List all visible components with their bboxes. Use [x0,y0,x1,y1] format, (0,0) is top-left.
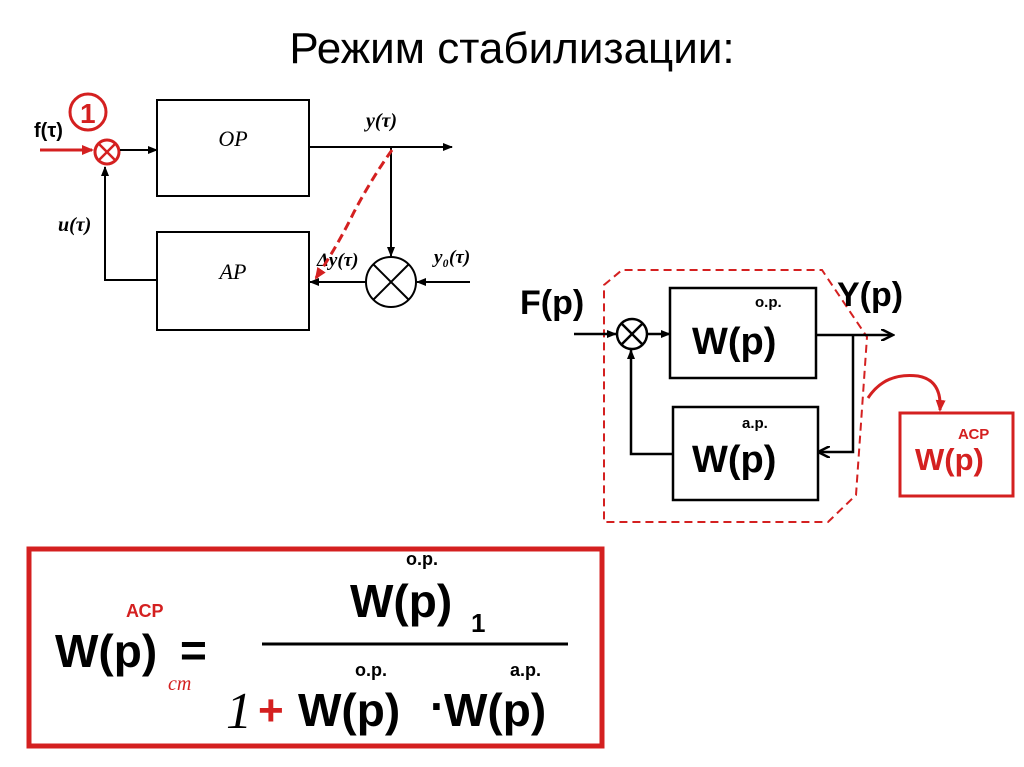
left-input-label: f(τ) [34,120,63,142]
formula-numerator-sup: о.р. [406,549,438,569]
formula-frame [26,546,605,749]
red-dashed-boundary [603,269,869,523]
wap-block-sup: а.р. [742,415,768,432]
right-feedback-down [818,335,855,452]
wap-block-main: W(p) [692,439,776,481]
red-dashed-curve [314,149,394,280]
right-input-label: F(p) [520,284,584,322]
op-block [156,99,310,197]
formula-denominator-term2-main: W(p) [444,684,546,736]
left-output-label: y(τ) [364,110,397,132]
ap-block-label: АР [218,259,247,284]
formula-lhs-main: W(p) [55,625,157,677]
formula-numerator-sub: 1 [471,608,485,638]
wop-block-sup: о.р. [755,294,782,311]
left-comparator [365,256,417,308]
formula-denominator-term1-sup: о.р. [355,660,387,680]
left-block-diagram: f(τ) 1 ОР y(τ) y₀(τ) Δy(τ) [34,92,470,331]
wap-block [671,405,820,502]
formula-denominator-term2-sup: а.р. [510,660,541,680]
wop-block-main: W(p) [692,321,776,363]
wop-block [668,286,818,380]
formula-denominator-one: 1 [226,683,252,740]
formula-equals: = [180,624,207,676]
formula-denominator-dot: · [430,680,445,732]
red-result-arrow [866,373,946,412]
formula-lhs-sup: АСР [126,601,164,621]
formula-denominator-plus: + [258,686,284,735]
left-summing-junction-red [93,138,121,166]
formula-numerator-main: W(p) [350,575,452,627]
annotation-circle [68,92,108,132]
right-feedback-return [627,349,673,456]
right-summing-junction [615,317,649,351]
annotation-number: 1 [80,98,96,129]
op-block-label: ОР [218,126,247,151]
right-output-label: Y(p) [837,276,903,314]
feedback-path [101,166,157,281]
right-block-diagram: F(p) о.р. W(p) Y(p) а.р. W(p) АСР W(p) [520,269,1015,523]
slide-title: Режим стабилизации: [289,24,735,73]
result-block-sup: АСР [958,426,989,443]
formula-denominator-term1-main: W(p) [298,684,400,736]
error-label: Δy(τ) [316,250,358,271]
setpoint-label: y₀(τ) [432,247,470,268]
feedback-label: u(τ) [58,214,91,236]
formula-lhs-sub: ст [168,673,191,695]
transfer-function-formula: АСР W(p) ст = о.р. W(p) 1 1 + о.р. W(p) … [26,546,605,749]
result-block [898,411,1015,498]
result-block-main: W(p) [915,442,984,477]
